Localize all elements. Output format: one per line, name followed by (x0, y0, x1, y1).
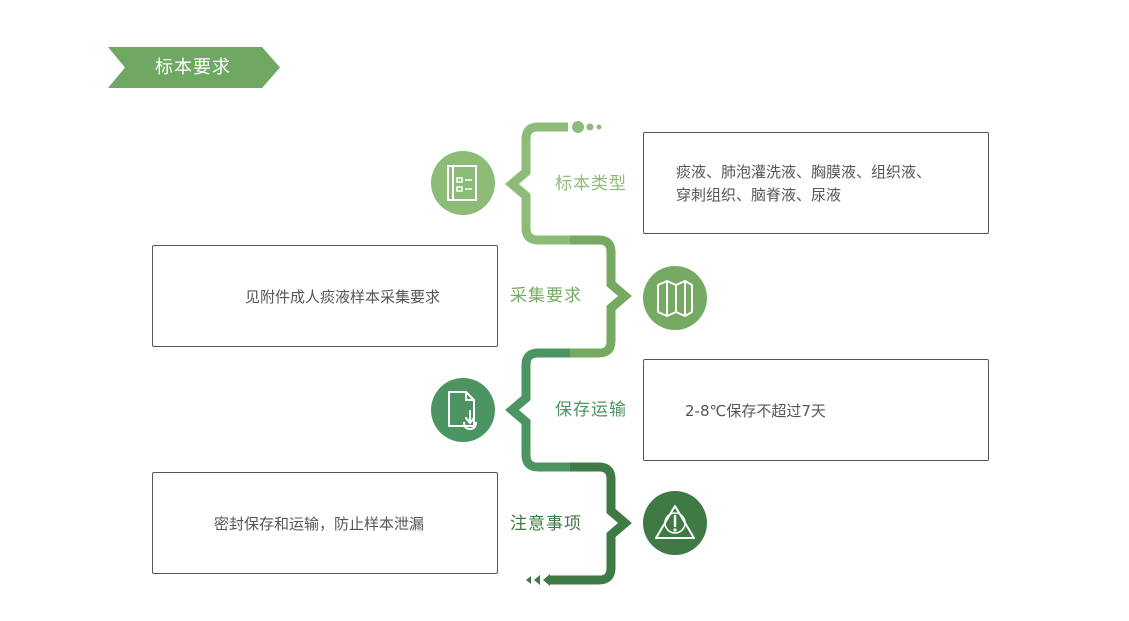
header-banner: 标本要求 (108, 47, 280, 88)
step-label-storage: 保存运输 (555, 400, 627, 420)
content-line: 痰液、肺泡灌洗液、胸膜液、组织液、 (676, 163, 932, 181)
warning-triangle-icon (643, 491, 707, 555)
header-title: 标本要求 (155, 57, 231, 78)
content-line: 密封保存和运输，防止样本泄漏 (214, 515, 425, 533)
step-label-notes: 注意事项 (510, 514, 582, 534)
content-box-specimen-type: 痰液、肺泡灌洗液、胸膜液、组织液、 穿刺组织、脑脊液、尿液 (643, 132, 989, 234)
content-line: 2-8℃保存不超过7天 (685, 402, 826, 420)
content-box-notes: 密封保存和运输，防止样本泄漏 (152, 472, 498, 574)
header-arrow-shape (108, 47, 280, 88)
content-box-storage: 2-8℃保存不超过7天 (643, 359, 989, 461)
content-line: 见附件成人痰液样本采集要求 (245, 288, 441, 306)
step-label-specimen-type: 标本类型 (555, 174, 627, 194)
step-label-collection: 采集要求 (510, 286, 582, 306)
folded-map-icon (643, 266, 707, 330)
checklist-document-icon (431, 151, 495, 215)
content-line: 穿刺组织、脑脊液、尿液 (676, 186, 842, 204)
document-download-icon (431, 378, 495, 442)
content-box-collection: 见附件成人痰液样本采集要求 (152, 245, 498, 347)
